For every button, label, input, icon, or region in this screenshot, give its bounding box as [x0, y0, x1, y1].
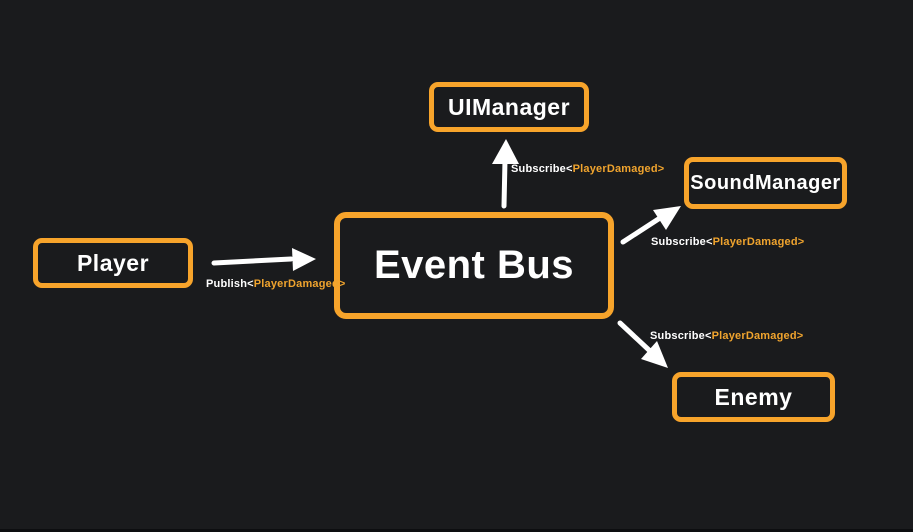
node-uimanager-label: UIManager [447, 93, 571, 120]
node-event-bus-label: Event Bus [373, 243, 575, 287]
edge-label-plain-text: Subscribe< [511, 163, 573, 175]
edge-label-subscribe-enemy: Subscribe<PlayerDamaged> [650, 330, 803, 342]
node-player-label: Player [76, 249, 150, 276]
arrow-player-to-eventbus [211, 248, 316, 271]
bottom-edge-strip [0, 529, 913, 532]
edge-label-plain-text: Publish< [206, 278, 254, 290]
edge-label-publish-playerdamaged: Publish<PlayerDamaged> [206, 278, 346, 290]
edge-label-subscribe-uimanager: Subscribe<PlayerDamaged> [511, 163, 664, 175]
node-event-bus[interactable]: Event Bus [334, 212, 614, 319]
edge-label-subscribe-soundmanager: Subscribe<PlayerDamaged> [651, 236, 804, 248]
edge-label-plain-text: Subscribe< [650, 330, 712, 342]
node-soundmanager-label: SoundManager [690, 171, 841, 194]
edge-label-event-type: PlayerDamaged> [711, 330, 804, 342]
node-enemy-label: Enemy [714, 383, 793, 410]
edge-label-plain-text: Subscribe< [651, 236, 713, 248]
edge-label-event-type: PlayerDamaged> [572, 163, 665, 175]
node-enemy[interactable]: Enemy [672, 372, 835, 422]
edge-label-event-type: PlayerDamaged> [253, 278, 346, 290]
node-player[interactable]: Player [33, 238, 193, 288]
node-soundmanager[interactable]: SoundManager [684, 157, 847, 209]
node-uimanager[interactable]: UIManager [429, 82, 589, 132]
edge-label-event-type: PlayerDamaged> [712, 236, 805, 248]
